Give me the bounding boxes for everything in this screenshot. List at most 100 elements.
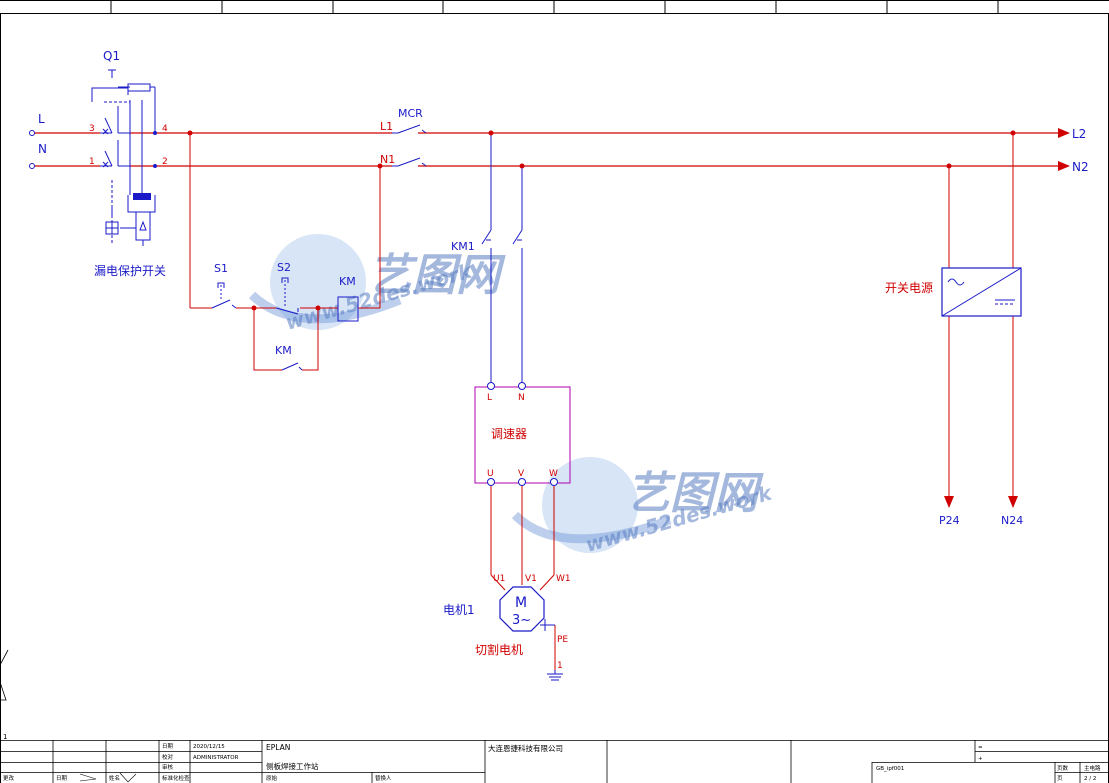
speed-controller-pin-n-label: N — [518, 393, 525, 403]
power-supply-n24: N24 — [1001, 514, 1023, 527]
label-l2: L2 — [1072, 127, 1086, 141]
junction — [187, 130, 193, 136]
breaker-pin-1: 1 — [89, 157, 95, 167]
left-edge-marks — [0, 649, 9, 701]
control-s1: S1 — [214, 262, 228, 275]
tb-date-label: 日期 — [162, 743, 174, 750]
power-supply-p24: P24 — [939, 514, 960, 527]
breaker-node — [153, 131, 157, 135]
motor-wires — [490, 486, 556, 670]
speed-controller-pin-l-label: L — [487, 393, 492, 403]
ac-dc-icon — [941, 267, 1022, 317]
junction — [315, 305, 321, 311]
arrow-l2 — [1058, 128, 1070, 138]
motor-symbol — [499, 586, 545, 632]
terminal-l — [29, 130, 35, 136]
tb-change-label: 更改 — [3, 774, 15, 782]
junction — [1010, 130, 1016, 136]
tb-page-label: 页 — [1057, 775, 1063, 782]
tb-user: ADMINISTRATOR — [193, 755, 239, 761]
tb-company: 大连恩捷科技有限公司 — [488, 743, 563, 753]
left-mark-top: 1 — [3, 733, 7, 741]
ground-icon — [547, 670, 563, 681]
tb-date: 2020/12/15 — [193, 744, 225, 750]
control-coil: KM — [339, 275, 356, 288]
rail-l — [34, 132, 1060, 134]
watermark-globe-icon — [542, 457, 638, 553]
label-terminal-l: L — [38, 112, 45, 126]
mcr-tag: MCR — [398, 107, 423, 120]
label-n2: N2 — [1072, 160, 1089, 174]
speed-controller-pin-w — [550, 478, 558, 486]
mcr-n1: N1 — [380, 153, 395, 166]
watermark-brand: 艺图网 — [368, 250, 506, 301]
motor-pe: PE — [557, 635, 568, 645]
control-wires — [189, 133, 381, 371]
speed-controller-pin-v-label: V — [518, 469, 525, 479]
km1-wires — [481, 133, 523, 383]
breaker-node — [153, 164, 157, 168]
breaker-pin-3: 3 — [89, 124, 95, 134]
power-supply-wires — [948, 133, 1014, 498]
motor-label: 切割电机 — [475, 642, 523, 657]
tb-signature-mark — [79, 772, 137, 783]
junction — [488, 130, 494, 136]
tb-page: 2 / 2 — [1084, 776, 1096, 782]
tb-proofread-label: 校对 — [162, 753, 174, 761]
tb-plus: + — [978, 756, 983, 762]
watermark-globe-icon — [270, 234, 366, 330]
tb-pages-label: 页数 — [1057, 764, 1069, 772]
motor-v1: V1 — [525, 574, 537, 584]
breaker-pin-4: 4 — [162, 124, 168, 134]
speed-controller-pin-v — [518, 478, 526, 486]
speed-controller-pin-l — [487, 382, 495, 390]
arrow-p24 — [944, 496, 954, 508]
tb-software: EPLAN — [266, 743, 290, 752]
power-supply-label: 开关电源 — [885, 281, 933, 295]
breaker-tag: Q1 — [103, 49, 120, 63]
breaker-pin-2: 2 — [162, 157, 168, 167]
motor-pe-connection — [540, 619, 555, 631]
junction — [946, 163, 952, 169]
junction — [251, 305, 257, 311]
label-terminal-n: N — [38, 142, 47, 156]
km1-tag: KM1 — [451, 240, 475, 253]
motor-w1: W1 — [556, 574, 571, 584]
tb-review-label: 审核 — [162, 763, 174, 771]
tb-replaced-by-label: 替换人 — [375, 774, 392, 782]
arrow-n2 — [1058, 161, 1070, 171]
control-devices — [211, 277, 359, 371]
tb-equals: = — [978, 745, 983, 751]
junction — [519, 163, 525, 169]
breaker-q1 — [91, 69, 156, 246]
mcr-contacts — [392, 124, 427, 167]
motor-symbol-label: M — [515, 595, 527, 611]
motor-tag: 电机1 — [443, 603, 475, 617]
watermark-brand: 艺图网 — [626, 468, 764, 519]
tb-name-label: 姓名 — [109, 774, 120, 782]
terminal-n — [29, 163, 35, 169]
tb-main-label: 主电路 — [1084, 764, 1101, 772]
arrow-n24 — [1008, 496, 1018, 508]
speed-controller-pin-u — [487, 478, 495, 486]
tb-standard-label: 标准化检查 — [162, 774, 190, 782]
motor-u1: U1 — [493, 574, 505, 584]
motor-phase-label: 3~ — [512, 613, 531, 628]
control-aux-contact: KM — [275, 344, 292, 357]
breaker-trip-coil — [133, 193, 151, 200]
breaker-label: 漏电保护开关 — [94, 264, 166, 278]
control-s2: S2 — [277, 261, 291, 274]
motor-pe-num: 1 — [557, 661, 563, 671]
speed-controller-label: 调速器 — [491, 427, 527, 441]
speed-controller-pin-w-label: W — [549, 469, 558, 479]
title-block — [0, 740, 1109, 783]
tb-project: 侧板焊接工作站 — [266, 761, 319, 771]
tb-drawing-no: GB_ipf001 — [876, 766, 904, 772]
mcr-l1: L1 — [380, 120, 393, 133]
tb-date-label-2: 日期 — [56, 775, 68, 782]
speed-controller-pin-n — [518, 382, 526, 390]
junction — [377, 163, 383, 169]
speed-controller-pin-u-label: U — [487, 469, 494, 479]
tb-original-label: 原始 — [266, 774, 278, 782]
